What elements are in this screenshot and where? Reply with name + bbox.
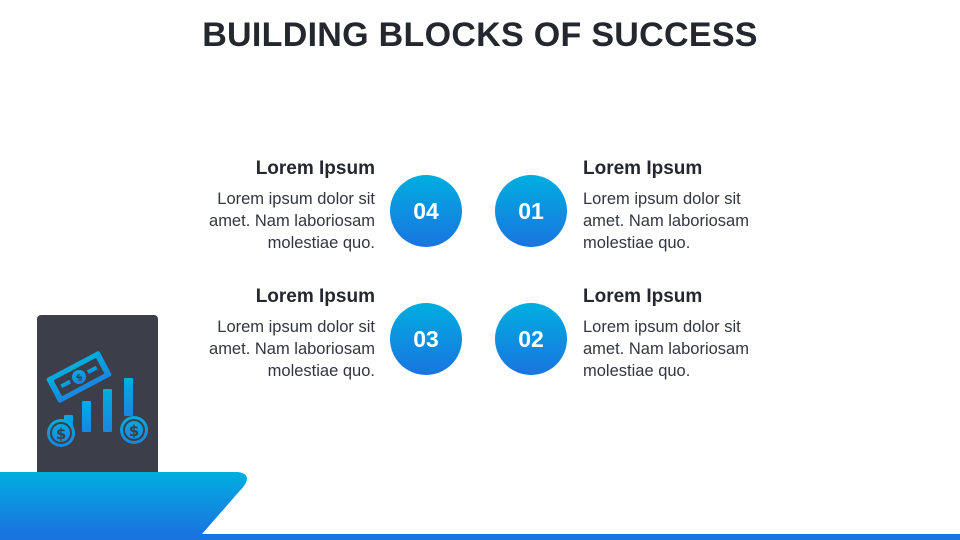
block-03-heading: Lorem Ipsum [255, 286, 375, 307]
svg-text:$: $ [56, 425, 66, 443]
icon-card: $ $ $ [37, 315, 158, 485]
block-03-body: Lorem ipsum dolor sit amet. Nam laborios… [209, 318, 375, 380]
svg-text:$: $ [129, 422, 139, 440]
svg-text:$: $ [75, 372, 85, 384]
block-04-text: Lorem Ipsum Lorem ipsum dolor sit amet. … [175, 158, 375, 254]
badge-01: 01 [495, 175, 567, 247]
block-03-text: Lorem Ipsum Lorem ipsum dolor sit amet. … [175, 286, 375, 382]
badge-03: 03 [390, 303, 462, 375]
money-growth-chart-icon: $ $ $ [46, 351, 148, 447]
badge-04: 04 [390, 175, 462, 247]
badge-02: 02 [495, 303, 567, 375]
bottom-banner [0, 472, 247, 534]
block-02-text: Lorem Ipsum Lorem ipsum dolor sit amet. … [583, 286, 783, 382]
block-02-body: Lorem ipsum dolor sit amet. Nam laborios… [583, 318, 749, 380]
slide-title: BUILDING BLOCKS OF SUCCESS [202, 16, 758, 54]
block-01-body: Lorem ipsum dolor sit amet. Nam laborios… [583, 190, 749, 252]
block-01-text: Lorem Ipsum Lorem ipsum dolor sit amet. … [583, 158, 783, 254]
bottom-accent-line [0, 534, 960, 540]
block-02-heading: Lorem Ipsum [583, 286, 703, 307]
block-04-heading: Lorem Ipsum [255, 158, 375, 179]
block-01-heading: Lorem Ipsum [583, 158, 703, 179]
block-04-body: Lorem ipsum dolor sit amet. Nam laborios… [209, 190, 375, 252]
